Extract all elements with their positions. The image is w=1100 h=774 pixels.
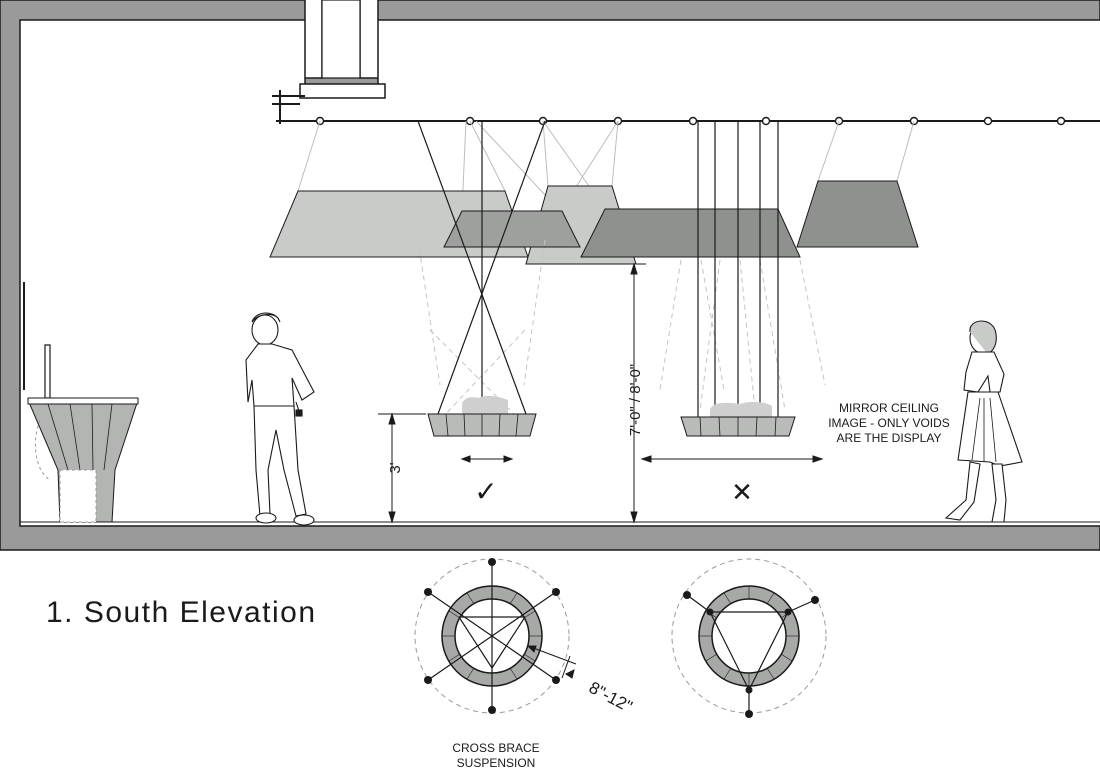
wall-shell [0, 0, 1100, 551]
height-dimension-label: 7'-0" / 8'-0" [627, 364, 644, 436]
right-guides [659, 259, 826, 411]
mirror-ceiling-note: MIRROR CEILING IMAGE - ONLY VOIDS ARE TH… [828, 401, 950, 445]
low-dimension [378, 412, 426, 524]
note-line: ARE THE DISPLAY [837, 431, 942, 445]
plan-caption-line: CROSS BRACE [452, 741, 539, 755]
left-guides [417, 239, 546, 421]
shade-5 [796, 180, 919, 248]
track-node [761, 116, 771, 126]
low-dimension-label: 3' [387, 462, 404, 473]
track-node [688, 116, 698, 126]
shade-2 [443, 210, 581, 248]
duct-bracket [299, 83, 386, 99]
plan-cross-brace [414, 558, 577, 714]
note-line: IMAGE - ONLY VOIDS [828, 416, 950, 430]
cross-mark-icon: ✕ [731, 477, 753, 507]
track-bracket [272, 90, 305, 124]
wash-basin-fixture [23, 282, 139, 523]
ring-dimension-label: 8"-12" [586, 678, 636, 716]
drawing-title: 1. South Elevation [46, 596, 317, 629]
ceiling-duct [321, 0, 361, 79]
shade-4 [580, 208, 801, 258]
plan-caption: CROSS BRACE SUSPENSION [452, 741, 539, 770]
suspension-track [276, 116, 1100, 126]
track-node [1056, 116, 1066, 126]
note-line: MIRROR CEILING [839, 401, 939, 415]
woman-figure [944, 320, 1023, 523]
building-section [0, 0, 1100, 551]
ceiling-shades [269, 180, 919, 265]
check-mark-icon: ✓ [474, 476, 497, 507]
track-node [983, 116, 993, 126]
height-dimension [604, 262, 646, 524]
man-figure [245, 312, 315, 526]
pendant-cross-brace [417, 120, 546, 463]
pendant-vertical [640, 121, 824, 463]
plan-caption-line: SUSPENSION [457, 756, 536, 769]
plan-three-point [671, 558, 827, 718]
